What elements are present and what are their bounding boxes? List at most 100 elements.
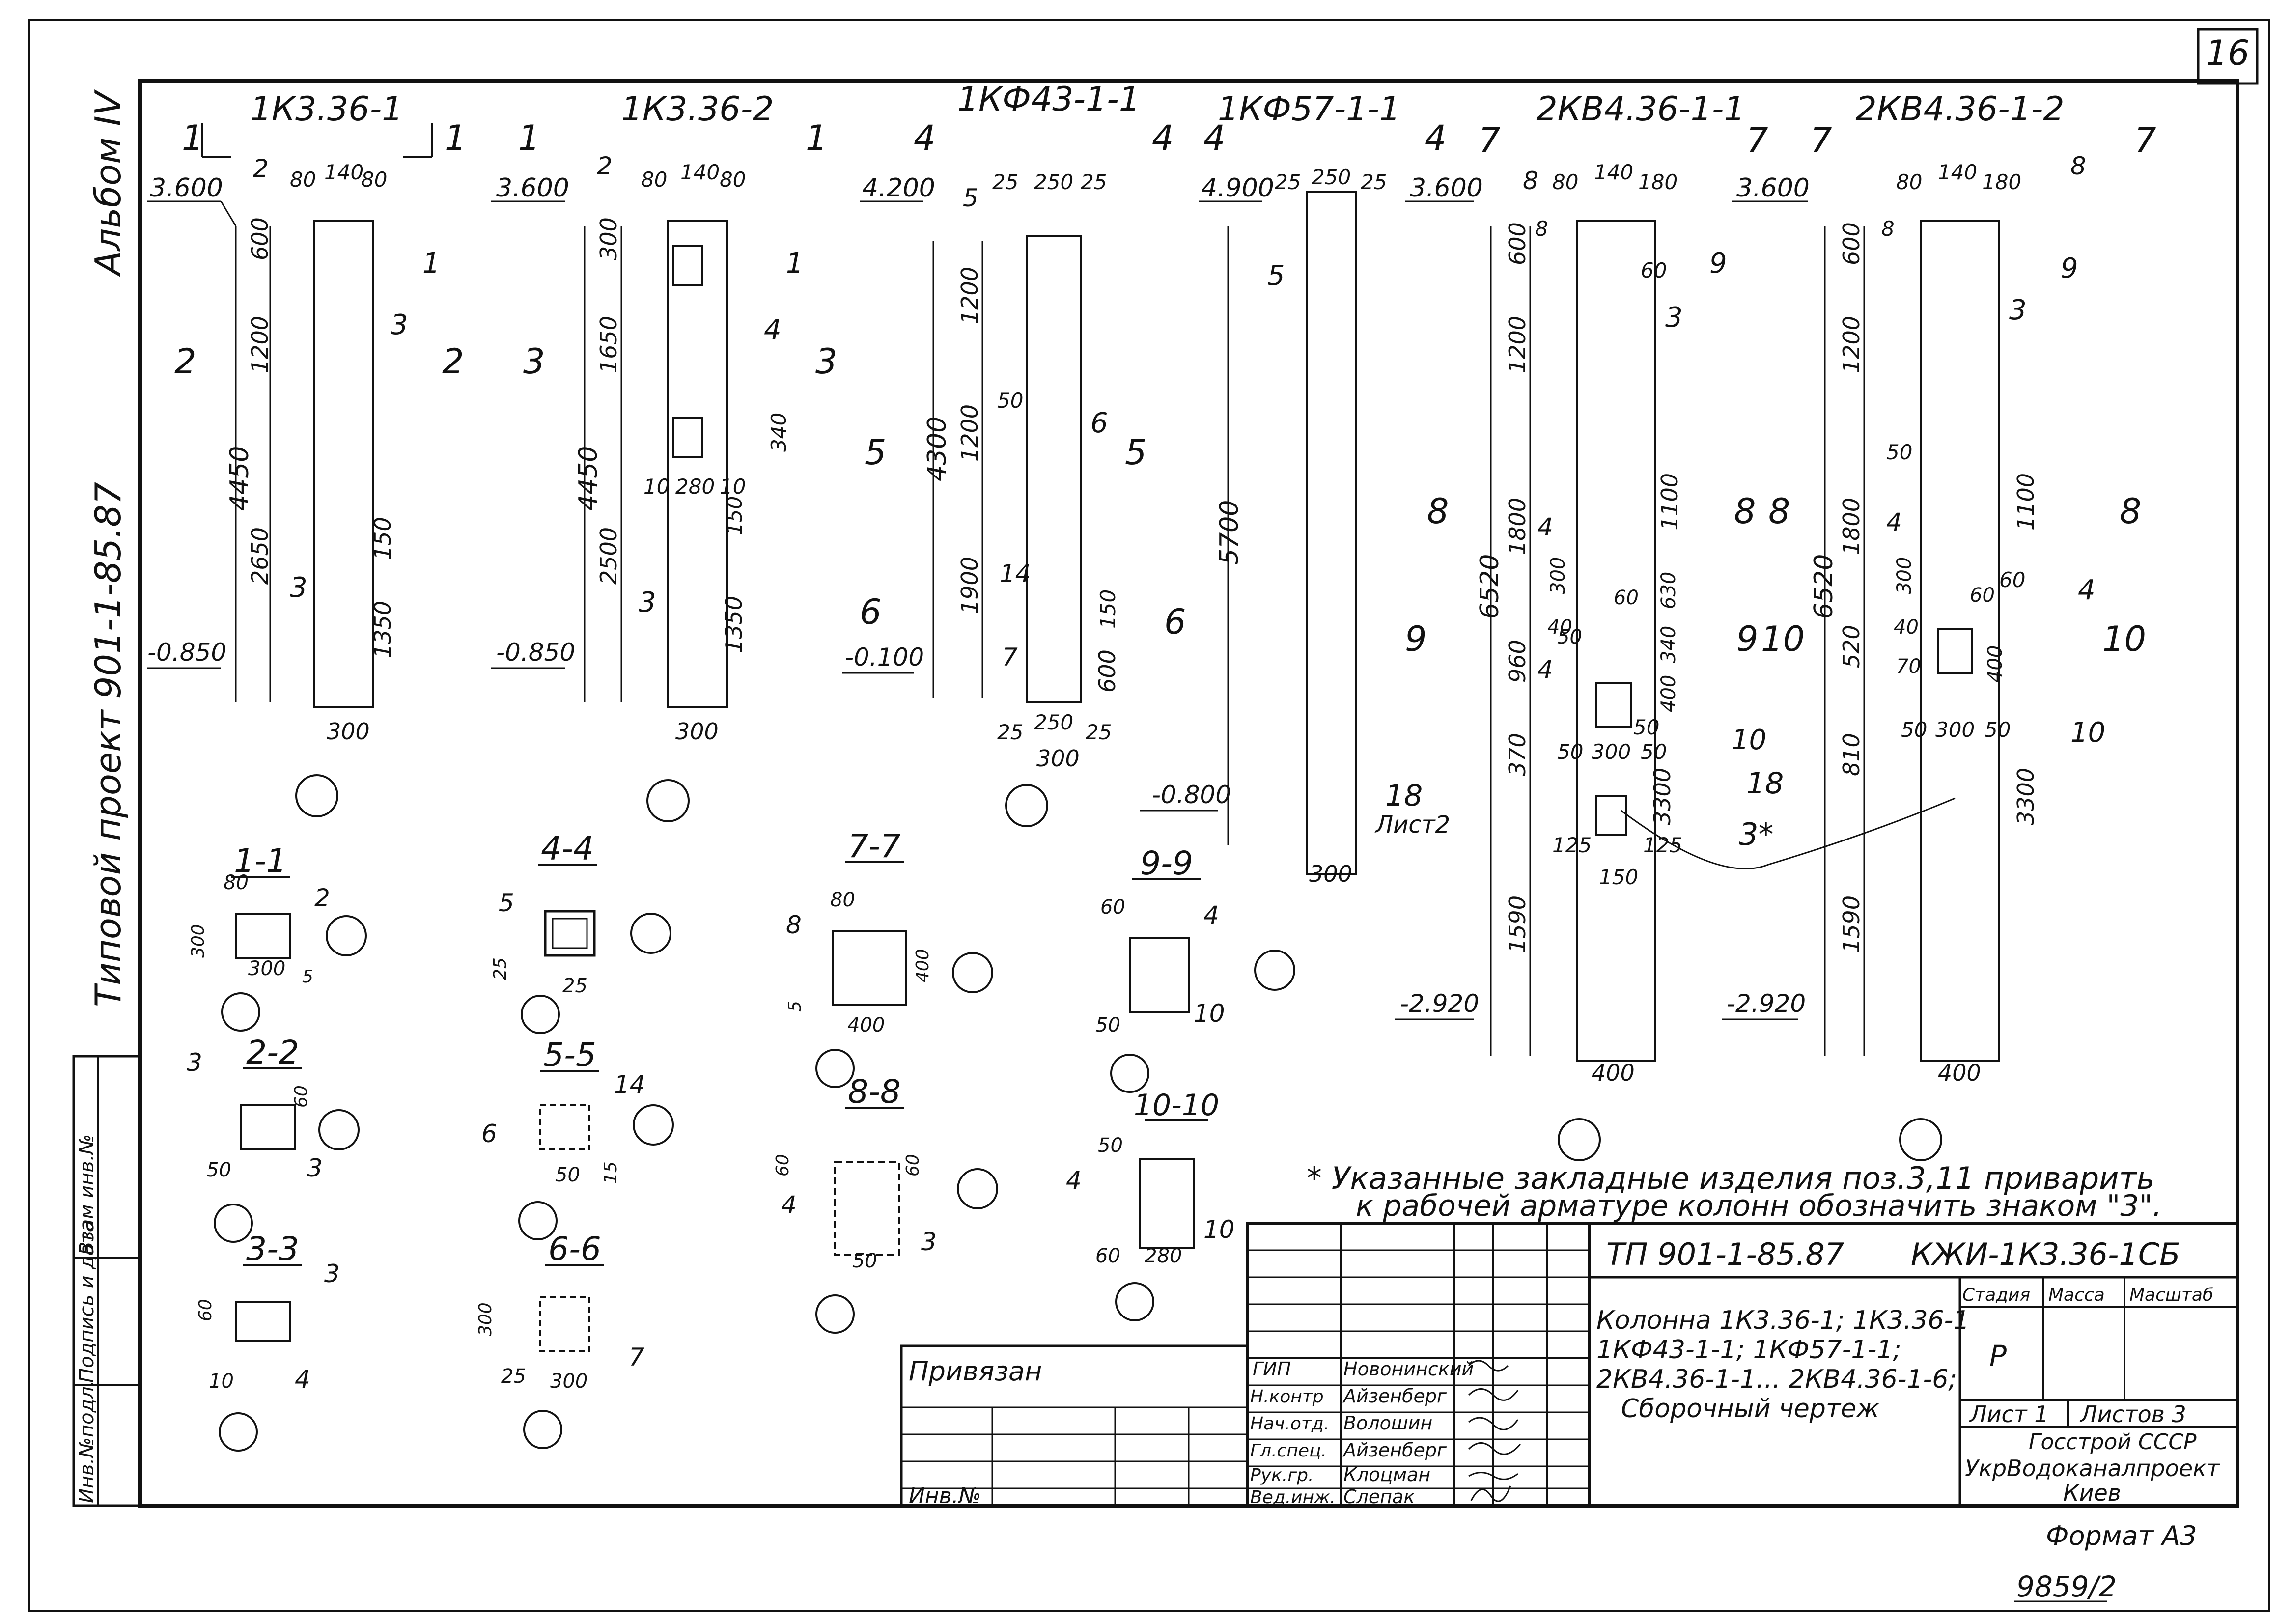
column-title: 2КВ4.36-1-1 xyxy=(1536,90,1745,129)
svg-text:50: 50 xyxy=(206,1159,231,1181)
svg-text:2: 2 xyxy=(442,341,464,382)
svg-text:60: 60 xyxy=(196,1299,216,1321)
svg-text:250: 250 xyxy=(1312,165,1351,189)
svg-text:Взам инв.№: Взам инв.№ xyxy=(76,1134,98,1255)
svg-text:60: 60 xyxy=(1614,587,1639,609)
svg-text:14: 14 xyxy=(614,1070,645,1099)
svg-text:10: 10 xyxy=(2102,619,2146,659)
svg-text:5-5: 5-5 xyxy=(543,1036,596,1074)
svg-text:3: 3 xyxy=(324,1260,340,1288)
svg-text:6520: 6520 xyxy=(1475,554,1505,619)
project-label: Типовой проект 901-1-85.87 xyxy=(87,482,129,1007)
sheet-number-box xyxy=(2197,28,2259,85)
svg-text:Инв.№подл.: Инв.№подл. xyxy=(76,1380,98,1503)
svg-text:1200: 1200 xyxy=(956,404,983,462)
svg-text:-0.100: -0.100 xyxy=(845,643,924,672)
svg-text:-0.800: -0.800 xyxy=(1152,781,1231,809)
svg-text:25: 25 xyxy=(562,975,587,997)
side-stamp: Инв.№подл. Подпись и дата Взам инв.№ xyxy=(72,1055,141,1507)
svg-text:340: 340 xyxy=(1657,626,1680,663)
svg-text:50: 50 xyxy=(555,1164,580,1186)
album-label: Альбом IV xyxy=(87,89,129,277)
svg-text:4: 4 xyxy=(1537,655,1553,684)
svg-text:Госстрой СССР: Госстрой СССР xyxy=(2029,1429,2197,1455)
svg-text:150: 150 xyxy=(1096,589,1120,629)
svg-text:Слепак: Слепак xyxy=(1343,1486,1415,1508)
svg-text:8: 8 xyxy=(1768,491,1790,532)
doc-code: ТП 901-1-85.87 xyxy=(1606,1236,1844,1272)
svg-text:8-8: 8-8 xyxy=(848,1073,901,1111)
svg-text:4450: 4450 xyxy=(574,446,603,511)
column-2KV4-36-1-1: 2КВ4.36-1-1 7 7 3.600 6520 600 1200 1800… xyxy=(1395,90,1784,1161)
embedded-mark-3star: 3* xyxy=(1739,816,1773,852)
svg-text:Киев: Киев xyxy=(2063,1480,2121,1506)
svg-text:9: 9 xyxy=(1709,248,1727,280)
svg-text:Сборочный чертеж: Сборочный чертеж xyxy=(1621,1394,1879,1424)
svg-text:300: 300 xyxy=(248,957,285,980)
svg-text:150: 150 xyxy=(723,496,747,535)
svg-text:400: 400 xyxy=(1984,645,2007,683)
svg-text:9: 9 xyxy=(2061,252,2078,284)
svg-text:15: 15 xyxy=(601,1161,621,1184)
svg-text:250: 250 xyxy=(1034,170,1073,194)
stage-value: Р xyxy=(1989,1339,2007,1372)
column-title: 1К3.36-1 xyxy=(251,90,403,129)
svg-text:5: 5 xyxy=(785,1001,805,1012)
svg-text:8: 8 xyxy=(1734,491,1756,532)
svg-text:-2.920: -2.920 xyxy=(1727,989,1806,1018)
archive-number: 9859/2 xyxy=(2016,1570,2117,1603)
svg-text:80: 80 xyxy=(830,889,855,911)
svg-text:5: 5 xyxy=(499,889,514,917)
svg-text:280: 280 xyxy=(675,475,715,499)
svg-text:1200: 1200 xyxy=(956,267,983,324)
svg-text:630: 630 xyxy=(1657,572,1680,609)
svg-text:150: 150 xyxy=(1599,865,1638,889)
svg-text:3.600: 3.600 xyxy=(1410,173,1483,203)
section-7-7: 7-7 80 400 400 5 8 xyxy=(785,827,993,1088)
svg-text:1-1: 1-1 xyxy=(234,842,287,880)
column-title: 1КФ43-1-1 xyxy=(957,80,1140,119)
svg-text:60: 60 xyxy=(773,1154,793,1176)
svg-text:Подпись и дата: Подпись и дата xyxy=(76,1220,98,1383)
svg-text:Масштаб: Масштаб xyxy=(2129,1285,2213,1305)
svg-text:4: 4 xyxy=(914,118,936,158)
svg-text:1: 1 xyxy=(518,118,540,158)
svg-text:1100: 1100 xyxy=(2012,473,2039,531)
svg-text:Н.контр: Н.контр xyxy=(1250,1387,1324,1407)
svg-text:60: 60 xyxy=(1641,258,1667,282)
svg-text:300: 300 xyxy=(188,924,208,958)
svg-text:4: 4 xyxy=(1886,508,1902,536)
svg-text:3300: 3300 xyxy=(1649,768,1676,825)
svg-text:50: 50 xyxy=(1633,715,1659,739)
svg-text:140: 140 xyxy=(680,160,720,184)
svg-text:250: 250 xyxy=(1034,710,1073,734)
sheet-code: КЖИ-1К3.36-1СБ xyxy=(1911,1236,2180,1272)
sheet2-ref-label: Лист2 xyxy=(1374,811,1450,839)
svg-text:Рук.гр.: Рук.гр. xyxy=(1250,1465,1314,1485)
svg-text:9: 9 xyxy=(1405,619,1427,659)
svg-text:400: 400 xyxy=(913,949,933,982)
svg-text:7: 7 xyxy=(2134,120,2156,161)
svg-text:50: 50 xyxy=(1095,1014,1120,1036)
svg-text:810: 810 xyxy=(1838,733,1865,776)
column-1K3-36-1: 1К3.36-1 1 1 3.600 4450 600 1200 2650 15… xyxy=(147,90,467,817)
svg-text:10: 10 xyxy=(2070,717,2105,749)
svg-text:2650: 2650 xyxy=(247,527,273,585)
svg-text:150: 150 xyxy=(369,517,396,560)
svg-text:50: 50 xyxy=(1557,626,1582,648)
svg-text:1800: 1800 xyxy=(1838,498,1865,555)
svg-text:25: 25 xyxy=(1361,170,1387,194)
format-label: Формат А3 xyxy=(2046,1520,2197,1551)
svg-text:300: 300 xyxy=(1935,718,1975,742)
svg-text:7: 7 xyxy=(1479,120,1501,161)
svg-text:1350: 1350 xyxy=(721,596,747,653)
svg-text:300: 300 xyxy=(1893,557,1916,594)
svg-text:140: 140 xyxy=(1594,160,1633,184)
svg-text:25: 25 xyxy=(997,720,1023,744)
svg-text:1: 1 xyxy=(786,248,804,280)
svg-text:180: 180 xyxy=(1982,170,2021,194)
svg-text:5: 5 xyxy=(963,184,978,212)
section-2-2: 2-2 60 50 3 3 xyxy=(187,1034,360,1243)
svg-text:50: 50 xyxy=(1901,718,1927,742)
svg-text:60: 60 xyxy=(903,1154,923,1176)
